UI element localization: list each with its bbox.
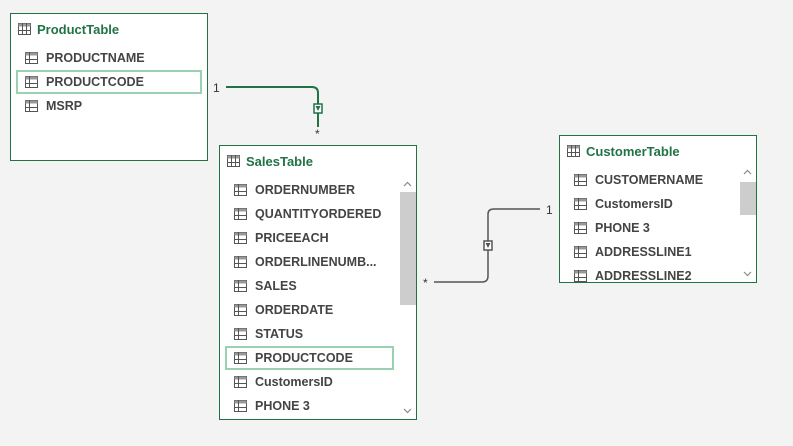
- field-label: PRICEEACH: [255, 231, 329, 245]
- column-icon: [234, 184, 247, 196]
- field-label: MSRP: [46, 99, 83, 113]
- relationship-one-label: 1: [213, 81, 220, 95]
- table-title: ProductTable: [37, 21, 120, 37]
- chevron-down-icon[interactable]: [399, 403, 416, 419]
- customer-table-card[interactable]: CustomerTable CUSTOMERNAME CustomersID P…: [559, 135, 757, 283]
- field-row-highlighted[interactable]: PRODUCTCODE: [16, 70, 202, 94]
- table-header[interactable]: CustomerTable: [560, 136, 756, 166]
- field-row[interactable]: CustomersID: [560, 192, 756, 216]
- column-icon: [234, 352, 247, 364]
- field-label: ADDRESSLINE1: [595, 245, 692, 259]
- sales-table-card[interactable]: SalesTable ORDERNUMBER QUANTITYORDERED P…: [219, 145, 417, 420]
- column-icon: [234, 304, 247, 316]
- field-row[interactable]: ADDRESSLINE2: [560, 264, 756, 283]
- column-icon: [234, 256, 247, 268]
- column-icon: [574, 174, 587, 186]
- column-icon: [234, 208, 247, 220]
- field-label: QUANTITYORDERED: [255, 207, 382, 221]
- field-label: CUSTOMERNAME: [595, 173, 704, 187]
- vertical-scrollbar[interactable]: [399, 176, 416, 419]
- chevron-up-icon[interactable]: [739, 164, 756, 180]
- field-label: PRODUCTNAME: [46, 51, 145, 65]
- field-label: STATUS: [255, 327, 304, 341]
- column-icon: [234, 400, 247, 412]
- field-row[interactable]: CUSTOMERNAME: [560, 168, 756, 192]
- column-icon: [234, 280, 247, 292]
- field-label: ORDERNUMBER: [255, 183, 355, 197]
- table-icon: [18, 23, 31, 35]
- relationship-many-label: *: [423, 276, 428, 290]
- field-label: CustomersID: [595, 197, 673, 211]
- column-icon: [574, 198, 587, 210]
- scroll-thumb[interactable]: [740, 182, 756, 215]
- field-row[interactable]: PHONE 3: [220, 394, 416, 418]
- field-label: PHONE 3: [255, 399, 310, 413]
- field-row[interactable]: ORDERLINENUMB...: [220, 250, 416, 274]
- field-label: PRODUCTCODE: [255, 351, 353, 365]
- column-icon: [25, 76, 38, 88]
- column-icon: [574, 270, 587, 282]
- field-row[interactable]: MSRP: [11, 94, 207, 118]
- column-icon: [234, 376, 247, 388]
- relationship-product-sales[interactable]: [226, 86, 319, 127]
- field-row[interactable]: QUANTITYORDERED: [220, 202, 416, 226]
- column-icon: [234, 232, 247, 244]
- table-icon: [227, 155, 240, 167]
- chevron-down-icon[interactable]: [739, 266, 756, 282]
- table-title: SalesTable: [246, 153, 313, 169]
- table-header[interactable]: ProductTable: [11, 14, 207, 44]
- column-icon: [234, 328, 247, 340]
- field-row[interactable]: ORDERDATE: [220, 298, 416, 322]
- field-label: SALES: [255, 279, 297, 293]
- field-label: PHONE 3: [595, 221, 650, 235]
- field-row[interactable]: ORDERNUMBER: [220, 178, 416, 202]
- column-icon: [25, 100, 38, 112]
- field-label: ORDERDATE: [255, 303, 334, 317]
- chevron-up-icon[interactable]: [399, 176, 416, 192]
- field-row[interactable]: ADDRESSLINE1: [560, 240, 756, 264]
- field-row-highlighted[interactable]: PRODUCTCODE: [225, 346, 394, 370]
- field-label: ADDRESSLINE2: [595, 269, 692, 283]
- field-row[interactable]: STATUS: [220, 322, 416, 346]
- column-icon: [574, 222, 587, 234]
- field-label: ORDERLINENUMB...: [255, 255, 377, 269]
- relationship-one-label: 1: [546, 203, 553, 217]
- product-table-card[interactable]: ProductTable PRODUCTNAME PRODUCTCODE MSR…: [10, 13, 208, 161]
- field-row[interactable]: PRODUCTNAME: [11, 46, 207, 70]
- field-label: CustomersID: [255, 375, 333, 389]
- table-icon: [567, 145, 580, 157]
- field-row[interactable]: PHONE 3: [560, 216, 756, 240]
- column-icon: [25, 52, 38, 64]
- scroll-thumb[interactable]: [400, 192, 416, 305]
- table-title: CustomerTable: [586, 143, 680, 159]
- column-icon: [574, 246, 587, 258]
- field-row[interactable]: PRICEEACH: [220, 226, 416, 250]
- table-header[interactable]: SalesTable: [220, 146, 416, 176]
- vertical-scrollbar[interactable]: [739, 164, 756, 282]
- field-label: PRODUCTCODE: [46, 75, 144, 89]
- field-row[interactable]: CustomersID: [220, 370, 416, 394]
- relationship-many-label: *: [315, 127, 320, 141]
- field-row[interactable]: SALES: [220, 274, 416, 298]
